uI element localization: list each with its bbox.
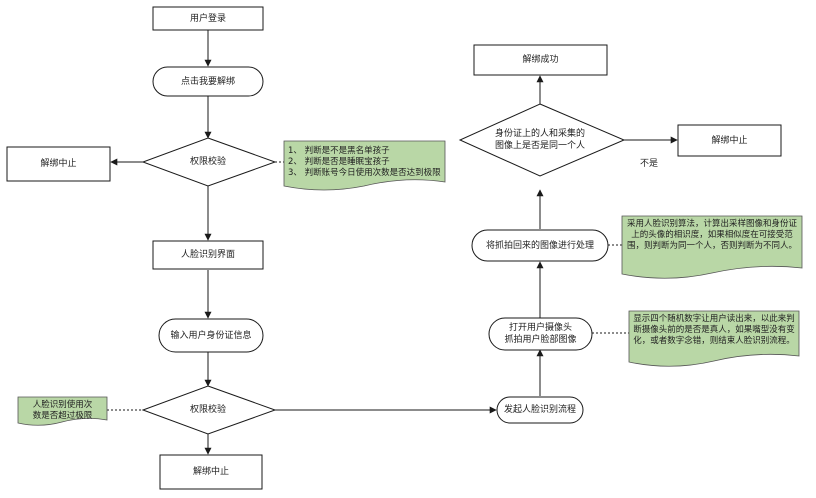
note-liveness-shape	[628, 310, 800, 367]
node-input-id	[158, 318, 264, 353]
node-open-camera	[488, 317, 593, 351]
connectors	[107, 30, 678, 455]
note-auth-rules-shape	[283, 140, 446, 191]
node-unbind-stop-1	[6, 146, 111, 182]
node-unbind-stop-2	[159, 454, 263, 490]
node-auth-check-1	[141, 137, 277, 187]
node-process-image	[471, 229, 609, 262]
note-algorithm-shape	[621, 215, 803, 279]
node-same-person	[458, 103, 626, 177]
note-face-limit-shape	[17, 396, 108, 426]
node-face-page	[152, 240, 264, 270]
node-unbind-stop-3	[677, 124, 782, 157]
edge-label-no: 不是	[640, 159, 659, 169]
node-login	[152, 6, 264, 31]
node-click-unbind	[152, 66, 264, 97]
node-start-face	[496, 396, 584, 424]
node-auth-check-2	[141, 385, 277, 435]
node-unbind-success	[473, 44, 608, 76]
